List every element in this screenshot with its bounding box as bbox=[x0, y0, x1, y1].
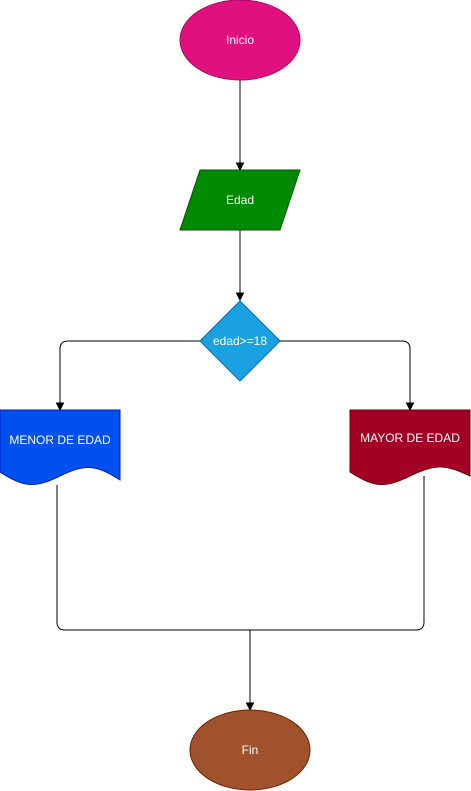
node-menor-label: MENOR DE EDAD bbox=[9, 433, 111, 447]
node-menor-shape bbox=[0, 409, 121, 486]
edge-inicio-to-edad bbox=[235, 80, 245, 172]
edge-menor-to-fin bbox=[56, 485, 250, 631]
node-decision-shape bbox=[199, 300, 281, 382]
edge-edad-to-decision bbox=[235, 230, 245, 302]
node-edad: Edad bbox=[179, 169, 301, 231]
edge-decision-to-menor bbox=[55, 340, 200, 412]
edge-decision-to-mayor bbox=[280, 340, 415, 412]
node-fin-shape bbox=[189, 709, 311, 791]
node-inicio: Inicio bbox=[179, 0, 301, 81]
node-edad-shape bbox=[179, 169, 301, 231]
node-inicio-shape bbox=[179, 0, 301, 81]
node-fin: Fin bbox=[189, 709, 311, 791]
edge-mayor-to-fin bbox=[250, 476, 425, 631]
node-mayor: MAYOR DE EDAD bbox=[349, 409, 471, 486]
node-inicio-label: Inicio bbox=[226, 33, 254, 47]
node-edad-label: Edad bbox=[226, 193, 254, 207]
node-mayor-shape bbox=[349, 409, 471, 486]
node-decision: edad>=18 bbox=[199, 300, 281, 382]
edge-merge-to-fin bbox=[245, 630, 255, 712]
node-menor: MENOR DE EDAD bbox=[0, 409, 121, 486]
node-decision-label: edad>=18 bbox=[213, 334, 267, 348]
edges bbox=[55, 80, 425, 712]
node-fin-label: Fin bbox=[242, 743, 259, 757]
node-mayor-label: MAYOR DE EDAD bbox=[360, 431, 460, 445]
